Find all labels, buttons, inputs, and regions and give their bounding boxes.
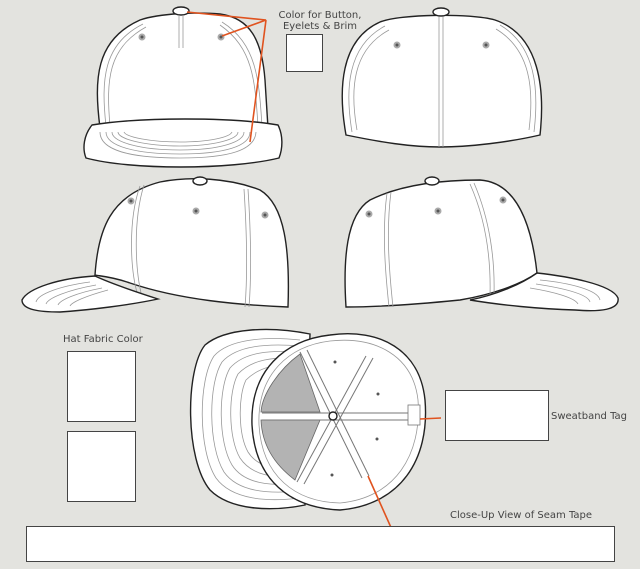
underside-view xyxy=(189,328,442,533)
button-eyelets-brim-swatch[interactable] xyxy=(286,34,323,72)
right-side-view xyxy=(344,176,619,312)
button-color-label-line1: Color for Button, xyxy=(278,10,362,21)
hat-fabric-swatch-1[interactable] xyxy=(67,351,136,422)
seam-tape-label: Close-Up View of Seam Tape xyxy=(450,510,593,521)
front-view xyxy=(83,6,283,168)
sweatband-tag-label: Sweatband Tag xyxy=(551,411,627,422)
sweatband-tag-box[interactable] xyxy=(445,390,549,441)
button-color-label-line2: Eyelets & Brim xyxy=(282,21,358,32)
back-view xyxy=(341,7,543,148)
hat-fabric-swatch-2[interactable] xyxy=(67,431,136,502)
left-side-view xyxy=(21,176,290,313)
seam-tape-box[interactable] xyxy=(26,526,615,562)
button-color-label: Color for Button, Eyelets & Brim xyxy=(270,10,370,32)
hat-fabric-color-label: Hat Fabric Color xyxy=(63,334,143,345)
